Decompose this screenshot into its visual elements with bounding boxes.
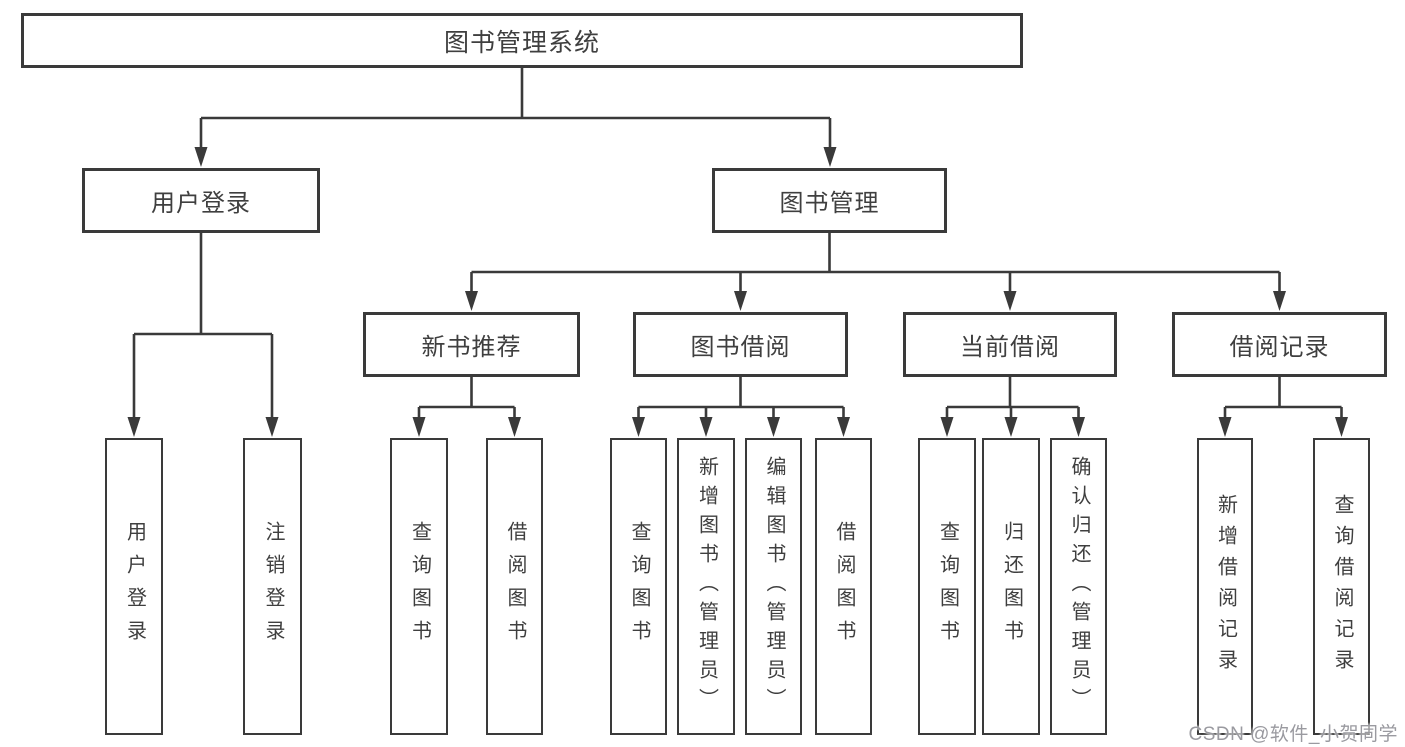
leaf-borrowing-query-books: 查询图书 (610, 438, 667, 735)
arrowhead (1335, 417, 1348, 437)
arrowhead (1072, 417, 1085, 437)
leaf-borrowing-edit-books-admin: 编辑图书（管理员） (745, 438, 802, 735)
node-new-book-recommendation-label: 新书推荐 (421, 334, 522, 361)
node-borrowing-records: 借阅记录 (1172, 312, 1387, 377)
node-current-borrowing: 当前借阅 (903, 312, 1117, 377)
node-user-login: 用户登录 (82, 168, 320, 233)
node-current-borrowing-label: 当前借阅 (960, 334, 1060, 361)
leaf-current-confirm-return-admin-label: 确认归还（管理员） (1068, 456, 1090, 717)
arrowhead (1273, 291, 1286, 311)
arrowhead (1003, 291, 1017, 311)
node-new-book-recommendation: 新书推荐 (363, 312, 580, 377)
leaf-records-query-record-label: 查询借阅记录 (1331, 493, 1353, 680)
connector-current-borrowing (940, 377, 1085, 437)
arrowhead (465, 291, 478, 311)
arrowhead (194, 147, 208, 167)
arrowhead (837, 417, 850, 437)
connector-root (194, 68, 837, 167)
leaf-logout-label: 注销登录 (262, 520, 284, 653)
leaf-user-login-label: 用户登录 (123, 520, 146, 653)
leaf-logout: 注销登录 (243, 438, 302, 735)
leaf-borrowing-add-books-admin-label: 新增图书（管理员） (695, 456, 718, 717)
leaf-recommendation-query-books: 查询图书 (390, 438, 448, 735)
node-library-system: 图书管理系统 (21, 13, 1023, 68)
node-book-management: 图书管理 (712, 168, 947, 233)
arrowhead (127, 417, 141, 437)
arrowhead (823, 147, 837, 167)
node-user-login-label: 用户登录 (151, 190, 251, 217)
leaf-current-query-books-label: 查询图书 (936, 520, 959, 653)
arrowhead (767, 417, 780, 437)
node-book-management-label: 图书管理 (779, 190, 880, 217)
leaf-recommendation-borrow-books: 借阅图书 (486, 438, 543, 735)
arrowhead (508, 417, 521, 437)
leaf-borrowing-query-books-label: 查询图书 (628, 520, 650, 653)
watermark-text: CSDN @软件_小贺同学 (1188, 724, 1398, 745)
leaf-borrowing-borrow-books-label: 借阅图书 (833, 520, 855, 653)
arrowhead (412, 417, 426, 437)
connector-user-login (127, 233, 279, 437)
arrowhead (265, 417, 279, 437)
arrowhead (940, 417, 954, 437)
connector-new-book-recommendation (412, 377, 521, 437)
leaf-records-add-record: 新增借阅记录 (1197, 438, 1253, 735)
leaf-recommendation-query-books-label: 查询图书 (408, 520, 431, 653)
leaf-user-login: 用户登录 (105, 438, 163, 735)
node-book-borrowing-label: 图书借阅 (690, 334, 791, 361)
leaf-records-query-record: 查询借阅记录 (1313, 438, 1370, 735)
leaf-borrowing-edit-books-admin-label: 编辑图书（管理员） (763, 456, 785, 717)
node-library-system-label: 图书管理系统 (443, 28, 600, 57)
arrowhead (699, 417, 713, 437)
connector-borrowing-records (1218, 377, 1348, 437)
leaf-records-add-record-label: 新增借阅记录 (1214, 493, 1237, 680)
leaf-current-confirm-return-admin: 确认归还（管理员） (1050, 438, 1107, 735)
leaf-current-query-books: 查询图书 (918, 438, 976, 735)
connector-book-management (465, 233, 1286, 311)
arrowhead (1218, 417, 1232, 437)
node-borrowing-records-label: 借阅记录 (1229, 334, 1330, 361)
leaf-borrowing-add-books-admin: 新增图书（管理员） (677, 438, 735, 735)
node-book-borrowing: 图书借阅 (633, 312, 848, 377)
leaf-current-return-books: 归还图书 (982, 438, 1040, 735)
arrowhead (734, 291, 747, 311)
leaf-current-return-books-label: 归还图书 (1000, 520, 1023, 653)
leaf-recommendation-borrow-books-label: 借阅图书 (504, 520, 526, 653)
arrowhead (1004, 417, 1018, 437)
connector-book-borrowing (632, 377, 850, 437)
arrowhead (632, 417, 645, 437)
leaf-borrowing-borrow-books: 借阅图书 (815, 438, 872, 735)
